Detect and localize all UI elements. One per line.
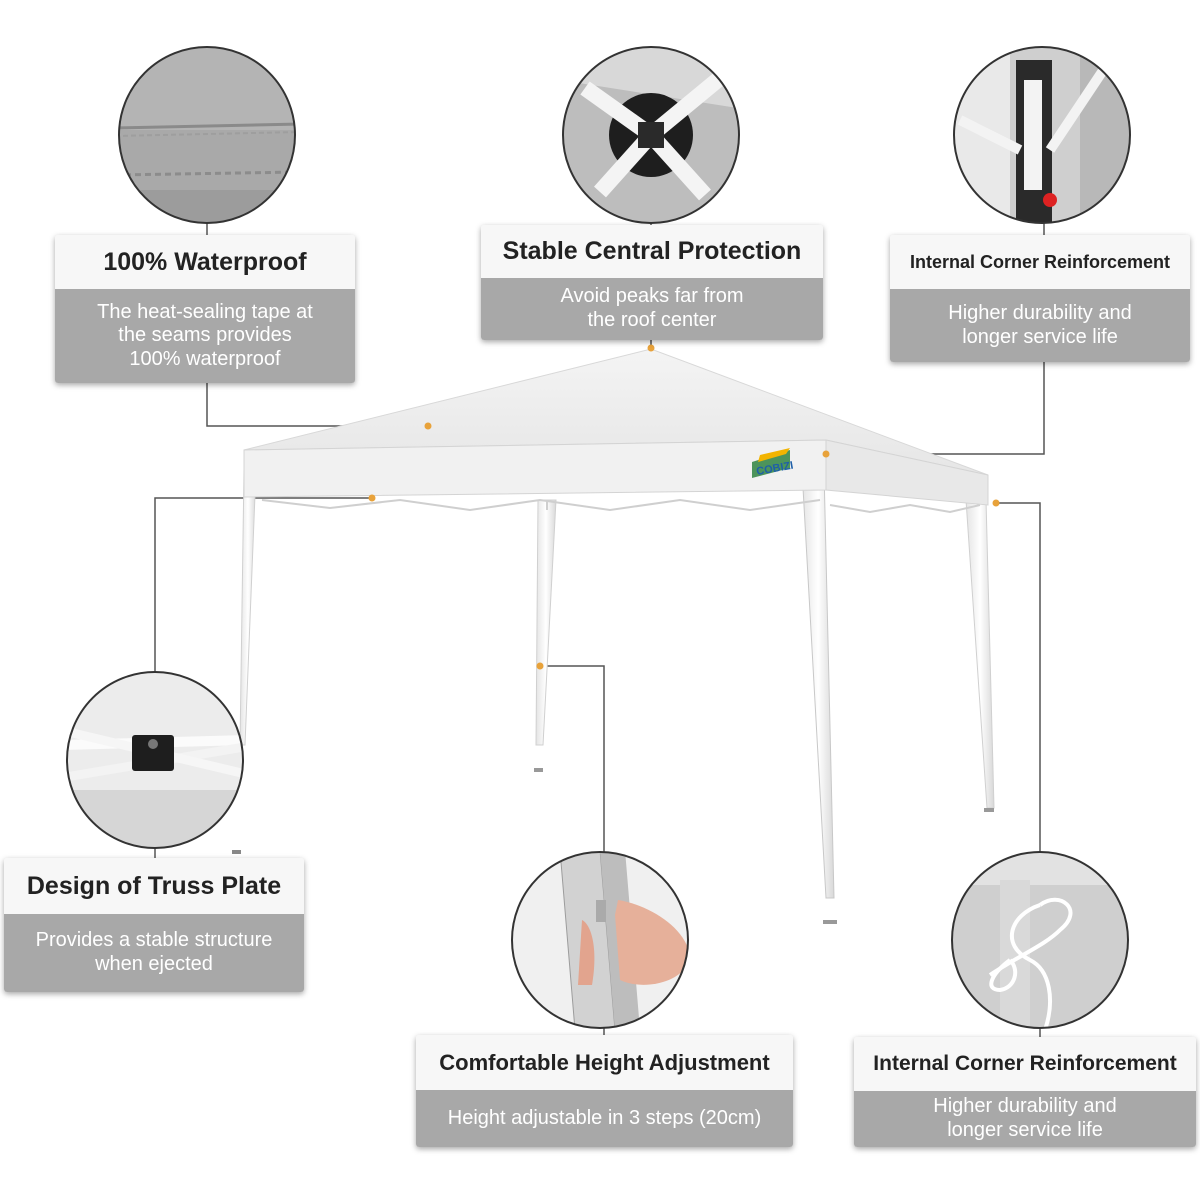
feature-title: Internal Corner Reinforcement	[890, 235, 1190, 289]
feature-description: Avoid peaks far from the roof center	[560, 285, 744, 331]
feature-card-truss-plate: Design of Truss Plate Provides a stable …	[4, 858, 304, 992]
height-button-photo	[512, 852, 688, 1028]
feature-card-central-protection: Stable Central Protection Avoid peaks fa…	[481, 225, 823, 340]
corner-tie-photo	[952, 852, 1128, 1028]
truss-plate-photo	[67, 672, 243, 848]
feature-card-corner-reinforcement-bottom: Internal Corner Reinforcement Higher dur…	[854, 1037, 1196, 1147]
feature-title: 100% Waterproof	[55, 235, 355, 289]
feature-card-height-adjustment: Comfortable Height Adjustment Height adj…	[416, 1035, 793, 1147]
feature-description: Higher durability and longer service lif…	[933, 1095, 1117, 1141]
callout-dots	[368, 344, 1000, 670]
feature-title: Internal Corner Reinforcement	[854, 1037, 1196, 1091]
feature-card-corner-reinforcement-top: Internal Corner Reinforcement Higher dur…	[890, 235, 1190, 362]
fabric-seam-photo	[119, 47, 295, 223]
brand-logo-accent	[758, 448, 790, 462]
feature-description: Higher durability and longer service lif…	[948, 301, 1132, 348]
feature-title: Comfortable Height Adjustment	[416, 1035, 793, 1090]
feature-card-waterproof: 100% Waterproof The heat-sealing tape at…	[55, 235, 355, 383]
feature-description: Height adjustable in 3 steps (20cm)	[447, 1106, 762, 1129]
feature-title: Stable Central Protection	[481, 225, 823, 278]
brand-logo-shape	[752, 450, 790, 478]
feature-description: Provides a stable structure when ejected	[35, 929, 273, 975]
feature-title: Design of Truss Plate	[4, 858, 304, 914]
leader-lines	[154, 223, 1045, 1037]
canopy-frame: COBIZI	[232, 348, 995, 924]
feature-description: The heat-sealing tape at the seams provi…	[97, 300, 313, 370]
